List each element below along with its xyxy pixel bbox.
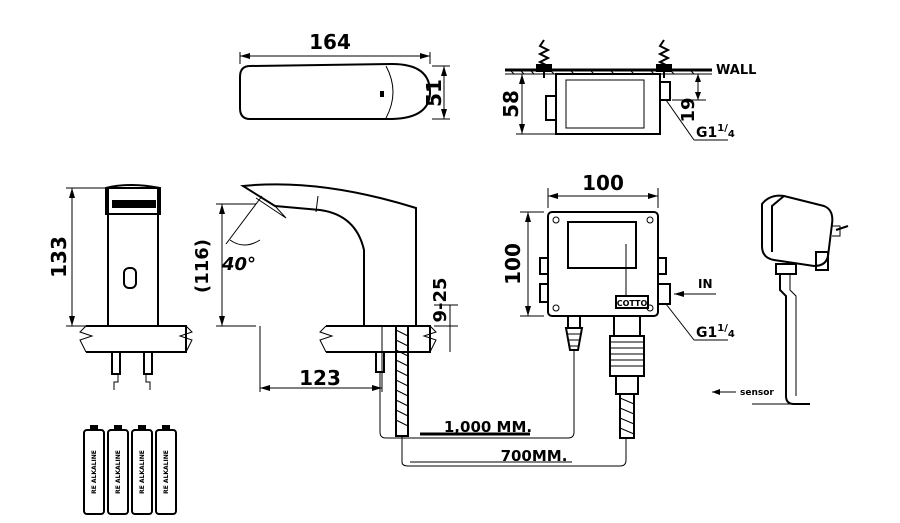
battery-label: RE ALKALINE	[91, 450, 98, 494]
sensor-unit	[752, 194, 849, 405]
front-view-spout	[216, 183, 458, 437]
deck-thickness-label: 9-25	[430, 277, 451, 322]
spout-height-label: (116)	[192, 239, 213, 293]
wall-box-view	[505, 39, 728, 141]
wall-label: WALL	[716, 63, 756, 78]
thread-bottom-label: G11/4	[696, 323, 735, 341]
top-view-spout	[239, 52, 450, 120]
battery-4	[155, 425, 177, 515]
brand-label: COTTO	[617, 299, 648, 308]
box-height2-label: 100	[501, 243, 525, 285]
battery-label: RE ALKALINE	[139, 450, 146, 494]
hose-runs	[379, 408, 627, 467]
hose-2-label: 700MM.	[501, 447, 568, 465]
sensor-arrow	[712, 389, 736, 395]
battery-label: RE ALKALINE	[163, 450, 170, 494]
battery-2	[107, 425, 129, 515]
box-height-label: 58	[499, 90, 523, 118]
hose-1-label: 1,000 MM.	[444, 418, 532, 436]
reach-label: 123	[299, 366, 341, 390]
box-width-label: 100	[582, 171, 624, 195]
battery-1	[83, 425, 105, 515]
thread-top-label: G11/4	[696, 123, 735, 141]
top-height-label: 51	[422, 79, 446, 107]
side-view-body	[66, 184, 193, 390]
battery-label: RE ALKALINE	[115, 450, 122, 494]
battery-3	[131, 425, 153, 515]
body-height-label: 133	[47, 236, 71, 278]
box-offset-label: 19	[678, 97, 699, 122]
inlet-label: IN	[698, 277, 713, 291]
batteries	[83, 425, 177, 515]
angle-label: 40°	[221, 254, 256, 275]
top-width-label: 164	[309, 30, 351, 54]
control-box-front	[520, 188, 728, 439]
sensor-label: sensor	[740, 388, 774, 398]
